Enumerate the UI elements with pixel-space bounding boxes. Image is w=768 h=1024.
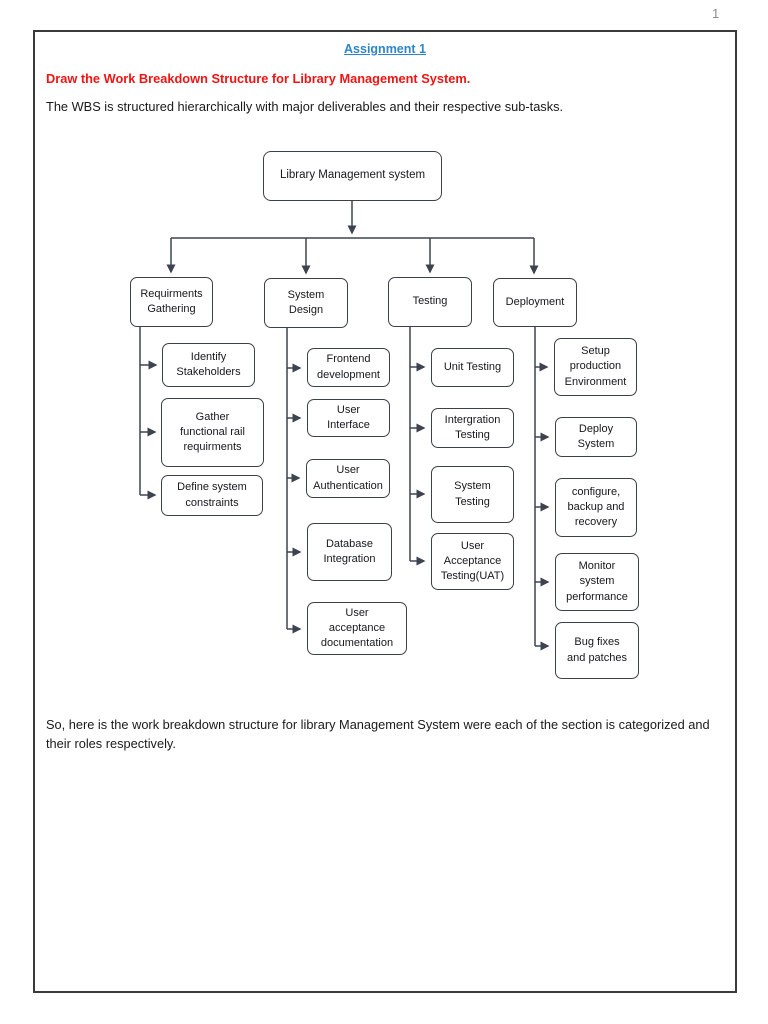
node-configure-backup-recovery: configure, backup and recovery [555,478,637,537]
node-database-integration: Database Integration [307,523,392,581]
intro-text: The WBS is structured hierarchically wit… [46,99,564,114]
node-define-system-constraints: Define system constraints [161,475,263,516]
node-frontend-development: Frontend development [307,348,390,387]
node-system-testing: System Testing [431,466,514,523]
node-integration-testing: Intergration Testing [431,408,514,448]
node-bug-fixes-patches: Bug fixes and patches [555,622,639,679]
assignment-prompt: Draw the Work Breakdown Structure for Li… [46,71,471,86]
node-deploy-system: Deploy System [555,417,637,457]
node-deployment: Deployment [493,278,577,327]
assignment-title-link[interactable]: Assignment 1 [344,42,426,56]
node-testing: Testing [388,277,472,327]
node-library-management-system: Library Management system [263,151,442,201]
node-user-acceptance-documentation: User acceptance documentation [307,602,407,655]
node-monitor-system-performance: Monitor system performance [555,553,639,611]
node-user-authentication: User Authentication [306,459,390,498]
node-system-design: System Design [264,278,348,328]
node-setup-production-environment: Setup production Environment [554,338,637,396]
conclusion-text: So, here is the work breakdown structure… [46,717,710,751]
node-user-interface: User Interface [307,399,390,437]
page-number: 1 [712,6,720,21]
node-requirements-gathering: Requirments Gathering [130,277,213,327]
node-gather-functional-requirements: Gather functional rail requirments [161,398,264,467]
node-user-acceptance-testing: User Acceptance Testing(UAT) [431,533,514,590]
node-identify-stakeholders: Identify Stakeholders [162,343,255,387]
node-unit-testing: Unit Testing [431,348,514,387]
